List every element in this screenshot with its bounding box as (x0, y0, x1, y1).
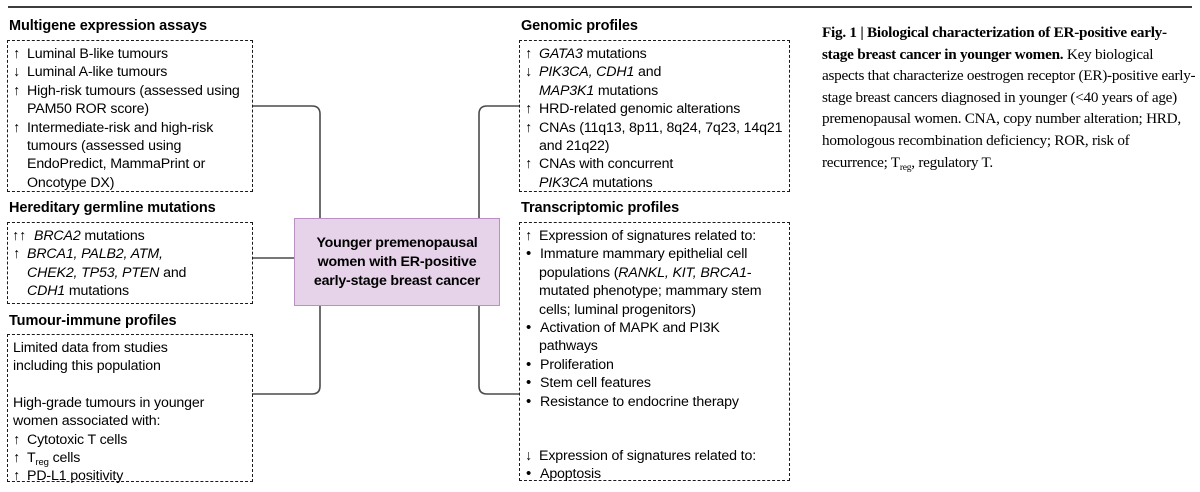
gene-name: BRCA2 (34, 228, 81, 244)
bullet-icon: • (526, 465, 532, 483)
caption-label: Fig. 1 | (822, 24, 867, 41)
gene-name: MAP3K1 (539, 82, 595, 99)
arrow-up-icon: ↑ (13, 119, 20, 136)
gene-name: CDH1 (27, 283, 66, 300)
section-title-hereditary: Hereditary germline mutations (9, 200, 216, 216)
arrow-up-icon: ↑ (525, 156, 532, 173)
arrow-up-icon: ↑ (525, 46, 532, 62)
arrow-up-icon: ↑ (13, 431, 20, 448)
section-title-genomic: Genomic profiles (521, 18, 638, 34)
box-genomic-profiles: ↑GATA3 mutations ↓PIK3CA, CDH1 and MAP3K… (519, 40, 790, 192)
section-title-transcriptomic: Transcriptomic profiles (521, 200, 680, 216)
box-hereditary-germline-mutations: ↑↑BRCA2 mutations ↑BRCA1, PALB2, ATM, CH… (7, 222, 253, 304)
arrow-up-icon: ↑ (525, 228, 532, 244)
gene-name: BRCA1, PALB2, ATM, (27, 246, 163, 263)
bullet-icon: • (526, 319, 532, 337)
gene-name: CHEK2, TP53, PTEN (27, 264, 160, 281)
section-title-multigene: Multigene expression assays (9, 18, 207, 34)
gene-name: PIK3CA, CDH1 (539, 64, 635, 81)
bullet-icon: • (526, 392, 532, 410)
caption-title: Biological characterization of ER-positi… (822, 24, 1167, 63)
spacer (525, 411, 783, 429)
box-tumour-immune-profiles: Limited data from studies including this… (7, 334, 253, 485)
box-multigene-expression-assays: ↑Luminal B-like tumours ↓Luminal A-like … (7, 40, 253, 192)
bullet-icon: • (526, 374, 532, 392)
caption-body: Key biological aspects that characterize… (822, 45, 1196, 171)
bullet-icon: • (526, 245, 532, 263)
spacer (525, 429, 783, 447)
figure-caption: Fig. 1 | Biological characterization of … (822, 22, 1196, 173)
arrow-up-icon: ↑ (13, 246, 20, 263)
arrow-up-icon: ↑ (525, 101, 532, 118)
bullet-icon: • (526, 355, 532, 373)
transcriptomic-gene-line: populations (RANKL, KIT, BRCA1- (539, 264, 752, 281)
caption-body-tail: , regulatory T. (911, 153, 993, 171)
arrow-down-icon: ↓ (525, 448, 532, 465)
section-title-tumour-immune: Tumour-immune profiles (9, 313, 177, 329)
arrow-up-icon: ↑ (13, 450, 20, 467)
caption-subscript-reg: reg (899, 162, 912, 173)
arrow-up-double-icon: ↑↑ (12, 228, 26, 244)
arrow-up-icon: ↑ (13, 46, 20, 62)
arrow-up-icon: ↑ (525, 119, 532, 136)
gene-name: PIK3CA (539, 174, 589, 191)
spacer (13, 376, 246, 394)
box-transcriptomic-profiles: ↑Expression of signatures related to: •I… (519, 222, 790, 483)
subscript-reg: reg (35, 457, 49, 469)
arrow-down-icon: ↓ (525, 64, 532, 81)
header-rule (8, 6, 1192, 8)
arrow-up-icon: ↑ (13, 468, 20, 485)
gene-name: GATA3 (539, 46, 583, 62)
centre-node: Younger premenopausal women with ER-posi… (294, 218, 500, 306)
arrow-down-icon: ↓ (13, 64, 20, 81)
arrow-up-icon: ↑ (13, 82, 20, 99)
